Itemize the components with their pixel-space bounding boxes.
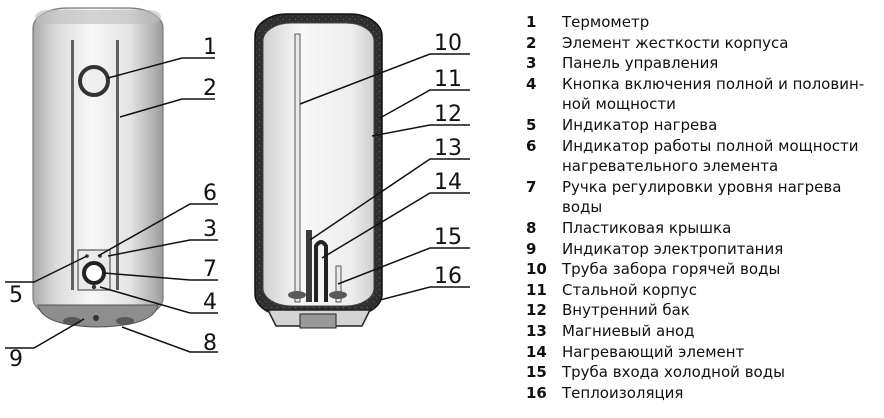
callout-3: 3 [203,217,217,242]
legend-item: 8 Пластиковая крышка [526,218,878,239]
legend-text: Магниевый анод [562,321,695,340]
legend-number: 5 [526,115,537,134]
callout-5: 5 [9,283,23,308]
legend-number: 14 [526,342,547,361]
legend-text: Стальной корпус [562,280,698,299]
outlet-fitting-left [288,291,306,299]
legend-text: Панель управления [562,54,719,73]
bottom-fitting-right [116,317,134,325]
legend-text: Индикатор электропитания [562,239,784,258]
heater-top-band [35,10,161,24]
water-heater-diagram: 1 2 6 3 7 4 8 5 9 10 11 12 13 14 15 16 [5,7,470,372]
thermometer-icon [78,65,110,97]
legend-text: Термометр [562,13,650,31]
legend-item: 2 Элемент жесткости корпуса [526,33,878,54]
stiffening-rib-left [71,40,74,290]
callout-7: 7 [203,257,217,282]
heating-element [314,240,328,302]
legend-text: Труба забора горячей воды [562,260,781,279]
legend-text: Индикатор работы полной мощности нагрева… [562,136,859,176]
legend-item: 15 Труба входа холодной воды [526,362,878,383]
callout-12: 12 [434,102,462,127]
callout-labels: 1 2 6 3 7 4 8 5 9 10 11 12 13 14 15 16 [9,31,462,372]
legend-number: 1 [526,13,537,31]
stiffening-rib-right [116,40,119,290]
callout-4: 4 [203,290,217,315]
power-button-icon [91,284,97,290]
callout-14: 14 [434,170,462,195]
legend-text: Пластиковая крышка [562,218,732,237]
inner-tank [262,22,375,307]
left-leader-lines [5,57,218,353]
legend-item: 10 Труба забора горячей воды [526,259,878,280]
legend-item: 3 Панель управления [526,53,878,74]
callout-13: 13 [434,136,462,161]
power-indicator-icon [93,315,99,321]
bottom-fitting-left [63,317,81,325]
legend-text: Труба входа холодной воды [562,363,785,382]
legend-item: 13 Магниевый анод [526,321,878,342]
legend-text: Ручка регулировки уровня нагрева воды [562,177,842,217]
callout-15: 15 [434,225,462,250]
legend-number: 9 [526,239,537,258]
hot-water-pipe [294,33,301,303]
legend-text: Теплоизоляция [562,383,684,402]
callout-1: 1 [203,35,217,60]
legend-number: 6 [526,136,537,155]
heater-exterior-view [32,7,164,328]
legend-number: 10 [526,260,547,279]
legend-item: 6 Индикатор работы полной мощности нагрев… [526,136,878,177]
callout-10: 10 [434,31,462,56]
legend-text: Элемент жесткости корпуса [562,33,789,52]
legend-number: 15 [526,363,547,382]
magnesium-anode [306,230,312,302]
right-leader-lines [299,53,470,301]
heater-cross-section [254,13,383,329]
temperature-knob-icon [82,261,106,285]
callout-2: 2 [203,76,217,101]
legend-item: 1 Термометр [526,12,878,33]
legend-item: 14 Нагревающий элемент [526,342,878,363]
legend-text: Внутренний бак [562,301,690,320]
legend-number: 3 [526,54,537,73]
legend-item: 5 Индикатор нагрева [526,115,878,136]
legend-number: 13 [526,321,547,340]
legend-item: 11 Стальной корпус [526,280,878,301]
callout-9: 9 [9,347,23,372]
legend-text: Нагревающий элемент [562,342,745,361]
callout-11: 11 [434,67,462,92]
legend-item: 4 Кнопка включения полной и половин-ной м… [526,74,878,115]
legend-number: 8 [526,218,537,237]
legend-number: 2 [526,33,537,52]
legend-item: 16 Теплоизоляция [526,383,878,404]
legend-number: 7 [526,177,537,196]
legend-item: 7 Ручка регулировки уровня нагрева воды [526,177,878,218]
legend-number: 4 [526,74,537,93]
flange-cap [299,313,337,329]
legend-item: 9 Индикатор электропитания [526,239,878,260]
legend-number: 12 [526,301,547,320]
outlet-fitting-right [329,291,347,299]
callout-6: 6 [203,181,217,206]
legend-number: 16 [526,383,547,402]
legend-item: 12 Внутренний бак [526,300,878,321]
callout-16: 16 [434,264,462,289]
legend-number: 11 [526,280,547,299]
legend-text: Индикатор нагрева [562,115,718,134]
callout-8: 8 [203,331,217,356]
legend-text: Кнопка включения полной и половин-ной мо… [562,74,865,114]
